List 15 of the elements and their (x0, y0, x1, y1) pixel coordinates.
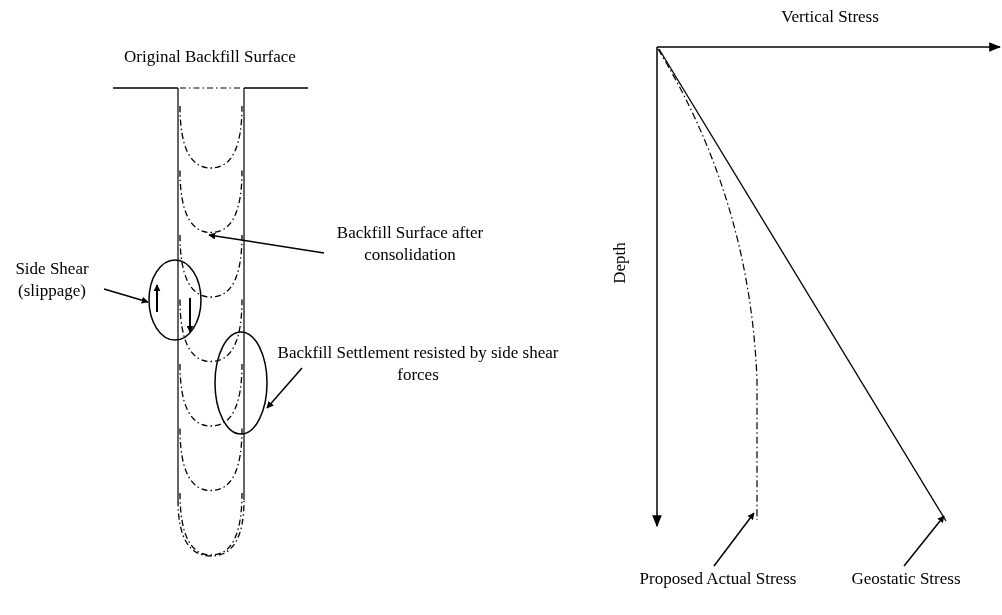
surface-label: Original Backfill Surface (123, 46, 297, 68)
leader-arrow (903, 515, 945, 567)
callout-text: Side Shear (slippage) (14, 258, 90, 302)
leader-arrow (208, 232, 325, 254)
leader-arrow (103, 288, 149, 304)
ellipse-outline (214, 331, 268, 435)
leader-arrow (266, 367, 303, 409)
callout-text: Geostatic Stress (850, 568, 962, 590)
ellipse-outline (148, 259, 202, 341)
callout-text: Backfill Settlement resisted by side shear forces (276, 342, 560, 386)
axis-label: Depth (609, 241, 630, 286)
callout-text: Backfill Surface after consolidation (335, 222, 485, 266)
axis-label: Vertical Stress (780, 6, 880, 28)
leader-arrow (713, 512, 755, 567)
callout-text: Proposed Actual Stress (638, 568, 798, 590)
